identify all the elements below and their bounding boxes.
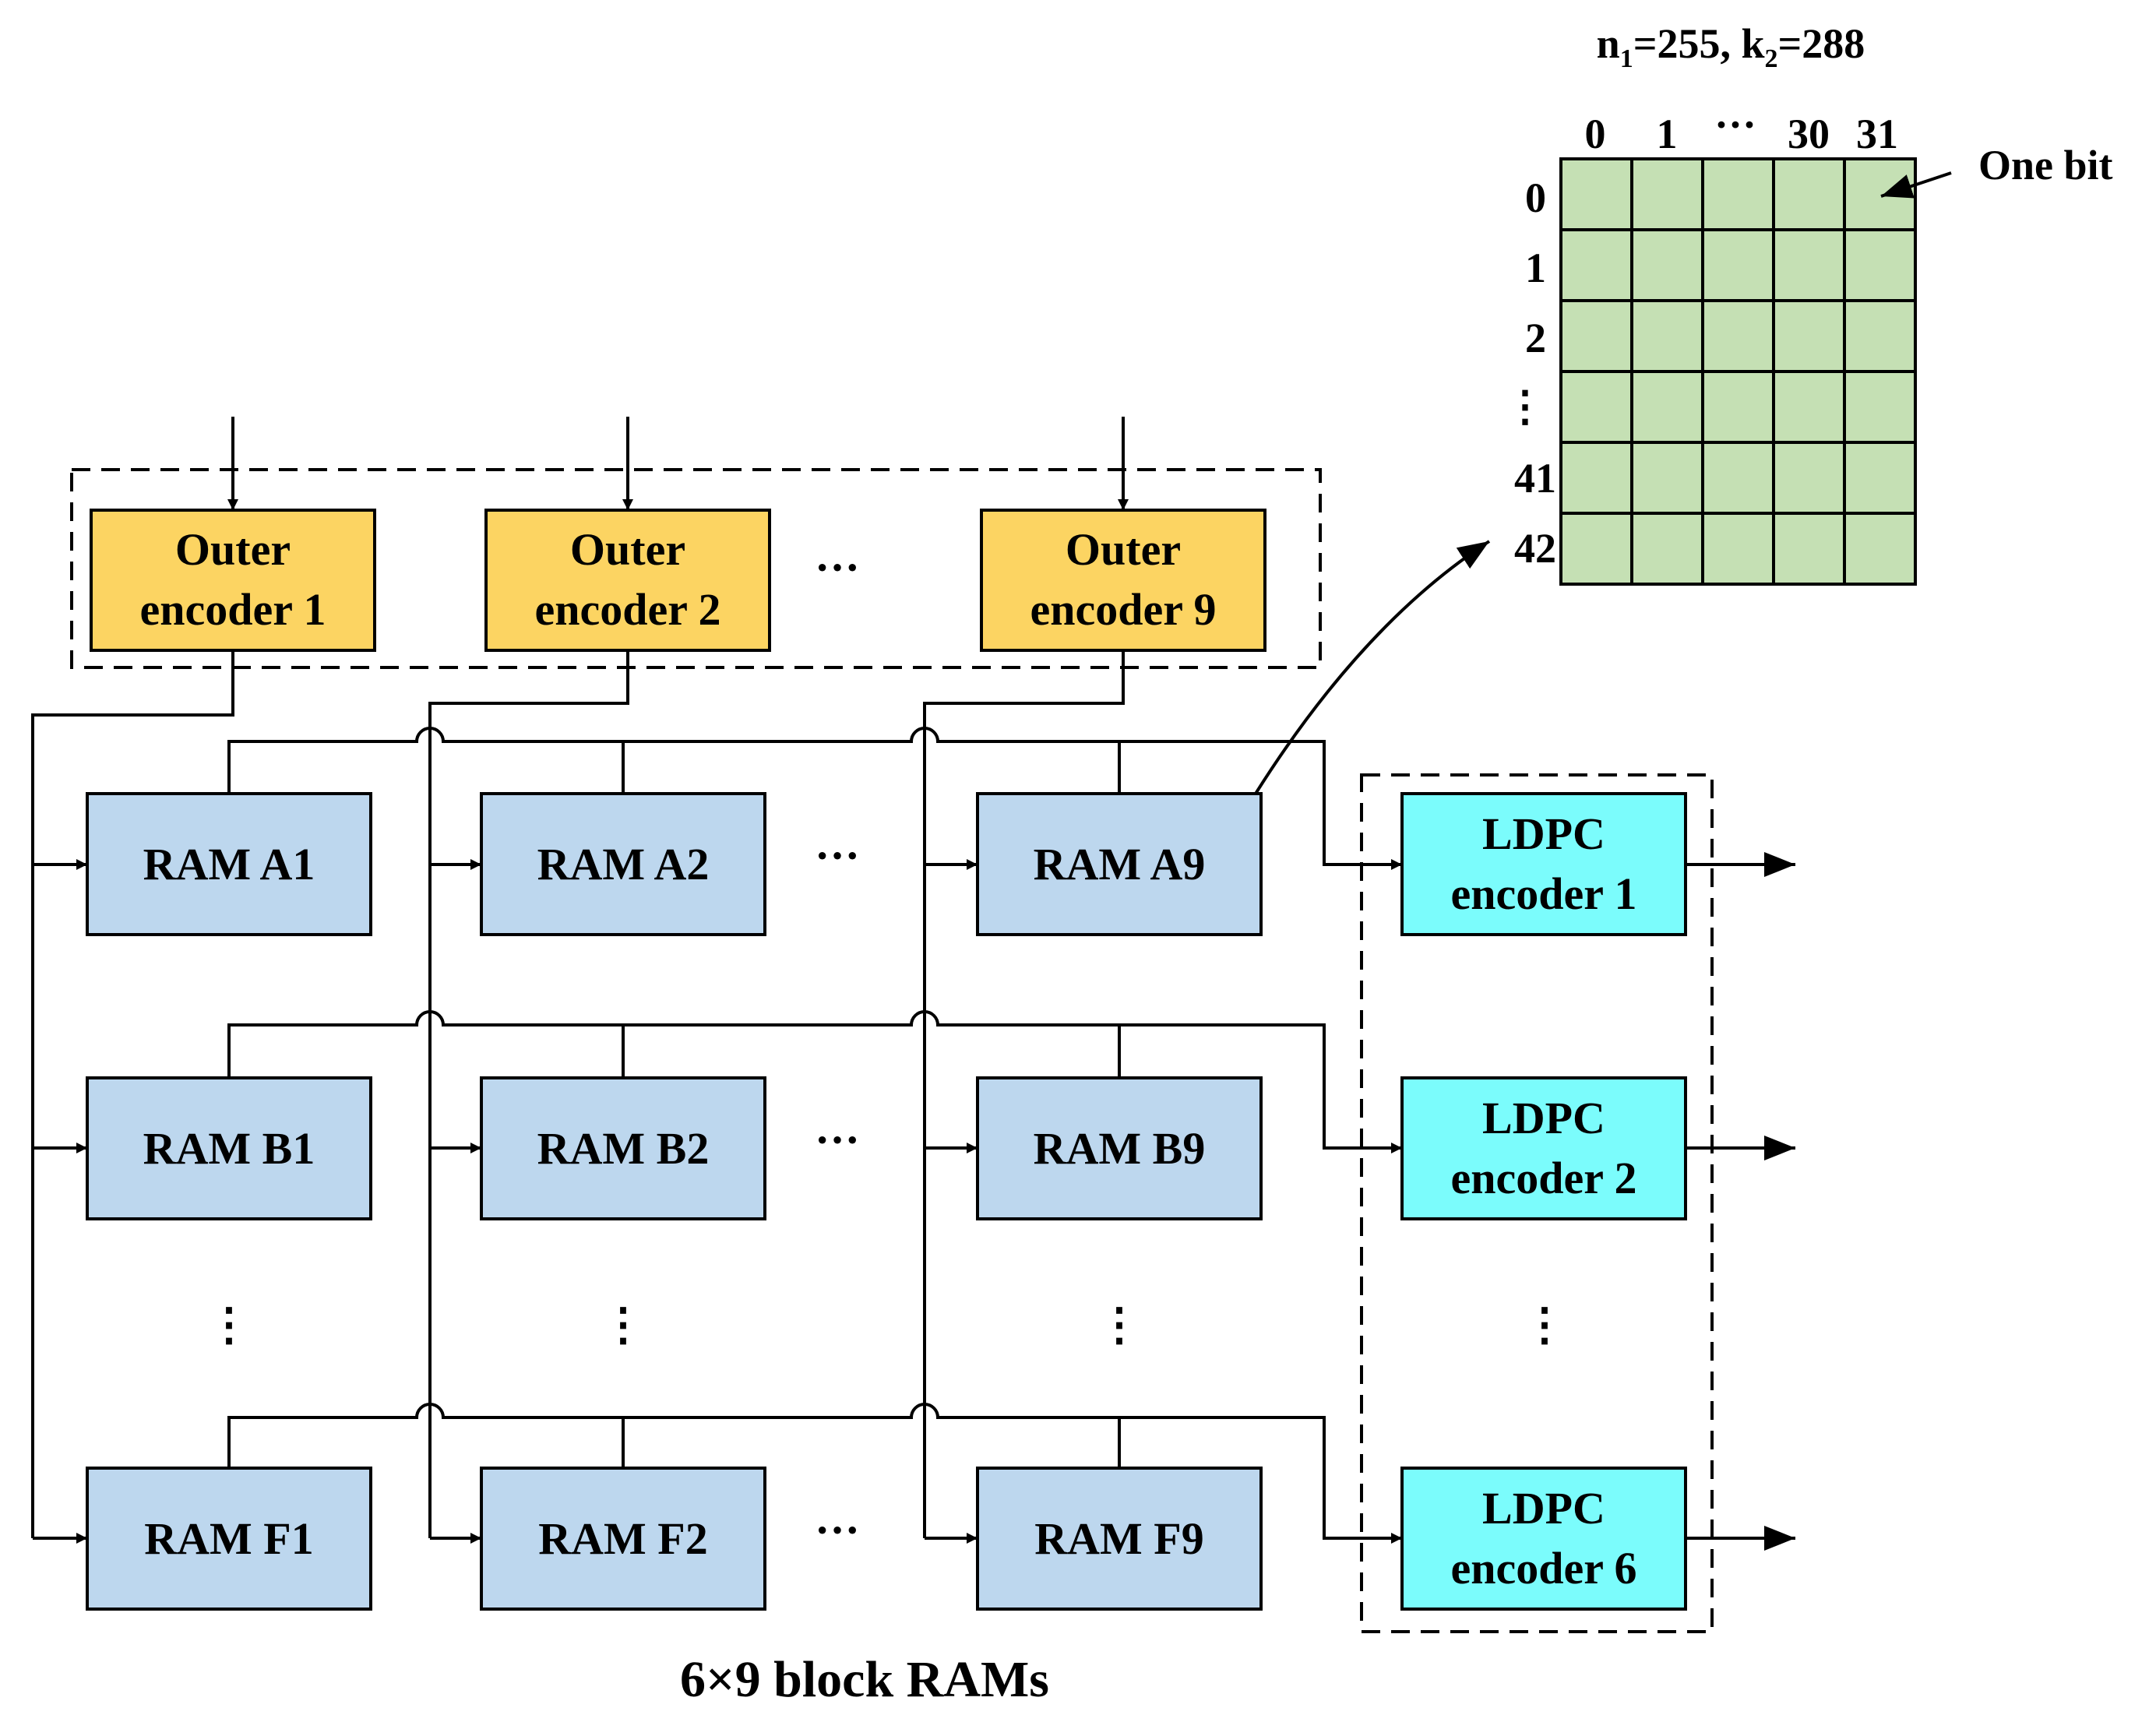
ram-f9: RAM F9 <box>976 1467 1263 1611</box>
outer-encoder-1-line1: Outer <box>175 524 291 575</box>
outer-encoder-1: Outer encoder 1 <box>90 509 376 652</box>
row-output-bus-2 <box>227 1403 1402 1544</box>
ldpc-encoder-1-line1: LDPC <box>1482 808 1605 859</box>
ram-b9: RAM B9 <box>976 1076 1263 1220</box>
outer-encoder-2-line2: encoder 2 <box>535 584 721 635</box>
ram-f9-label: RAM F9 <box>1034 1513 1203 1564</box>
grid-row-label-41: 41 <box>1514 455 1556 502</box>
outer-encoder-2-line1: Outer <box>570 524 685 575</box>
ram-a2-label: RAM A2 <box>537 839 710 889</box>
ram-f2-label: RAM F2 <box>538 1513 707 1564</box>
outer-encoder-1-bus <box>31 650 234 1538</box>
ldpc-encoder-1-line2: encoder 1 <box>1451 868 1637 919</box>
grid-col-label-ellipsis: ··· <box>1714 101 1756 148</box>
ram-a2: RAM A2 <box>480 792 766 936</box>
outer-encoder-9-bus <box>923 650 1125 1538</box>
ram-col-9-vellipsis: ⋮ <box>1097 1299 1142 1350</box>
outer-encoder-9-line1: Outer <box>1066 524 1181 575</box>
ram-row-a-ellipsis: ··· <box>815 830 860 881</box>
row-output-bus-1 <box>227 1010 1402 1153</box>
ldpc-encoder-group-border <box>1360 773 1714 1633</box>
outer-encoder-9-line2: encoder 9 <box>1030 584 1217 635</box>
outer-encoder-ellipsis: ··· <box>815 542 860 593</box>
ram-a1-label: RAM A1 <box>143 839 315 889</box>
grid-row-label-vellipsis: ⋮ <box>1504 383 1546 430</box>
grid-col-label-31: 31 <box>1856 111 1898 157</box>
ldpc-output-arrows <box>1686 852 1795 1551</box>
ram-b9-label: RAM B9 <box>1034 1123 1206 1174</box>
outer-encoder-2-bus <box>428 650 629 1538</box>
ram-a1: RAM A1 <box>86 792 372 936</box>
ldpc-encoder-2: LDPC encoder 2 <box>1400 1076 1687 1220</box>
ram-f2: RAM F2 <box>480 1467 766 1611</box>
ldpc-encoder-6-line2: encoder 6 <box>1451 1543 1637 1593</box>
ldpc-encoder-6: LDPC encoder 6 <box>1400 1467 1687 1611</box>
ram-b1-label: RAM B1 <box>143 1123 315 1174</box>
input-arrows <box>227 417 1129 510</box>
ram-f1: RAM F1 <box>86 1467 372 1611</box>
ram-col-2-vellipsis: ⋮ <box>601 1299 646 1350</box>
interconnect-wires <box>31 650 1402 1544</box>
ram-b2: RAM B2 <box>480 1076 766 1220</box>
grid-title: n1=255, k2=288 <box>1597 20 1865 73</box>
outer-encoder-1-line2: encoder 1 <box>140 584 326 635</box>
ldpc-encoder-1: LDPC encoder 1 <box>1400 792 1687 936</box>
bit-grid-detail: n1=255, k2=288 0 1 ··· 30 31 0 1 2 ⋮ 41 … <box>1504 20 2113 586</box>
ram-f1-label: RAM F1 <box>144 1513 313 1564</box>
ram-b1: RAM B1 <box>86 1076 372 1220</box>
ram-row-b-ellipsis: ··· <box>815 1115 860 1165</box>
ram-a9-to-grid-arrow <box>1254 540 1491 795</box>
one-bit-arrow <box>1880 171 1952 199</box>
ram-b2-label: RAM B2 <box>537 1123 710 1174</box>
grid-row-label-0: 0 <box>1525 174 1546 221</box>
ram-row-f-ellipsis: ··· <box>815 1505 860 1555</box>
row-output-bus-0 <box>227 727 1402 870</box>
grid-row-label-1: 1 <box>1525 245 1546 291</box>
ldpc-encoder-2-line2: encoder 2 <box>1451 1153 1637 1203</box>
grid-col-label-1: 1 <box>1657 111 1678 157</box>
ram-col-1-vellipsis: ⋮ <box>206 1299 252 1350</box>
one-bit-label: One bit <box>1978 142 2113 188</box>
ram-a9: RAM A9 <box>976 792 1263 936</box>
outer-encoder-2: Outer encoder 2 <box>484 509 771 652</box>
ldpc-encoder-2-line1: LDPC <box>1482 1093 1605 1143</box>
grid-col-label-30: 30 <box>1788 111 1830 157</box>
grid-row-label-42: 42 <box>1514 525 1556 572</box>
ldpc-vellipsis: ⋮ <box>1522 1299 1567 1350</box>
grid-col-label-0: 0 <box>1585 111 1606 157</box>
ram-a9-label: RAM A9 <box>1034 839 1206 889</box>
outer-encoder-group-border <box>70 468 1322 669</box>
ldpc-encoder-6-line1: LDPC <box>1482 1483 1605 1534</box>
diagram-caption: 6×9 block RAMs <box>680 1651 1049 1708</box>
outer-encoder-9: Outer encoder 9 <box>980 509 1266 652</box>
grid-row-label-2: 2 <box>1525 315 1546 361</box>
